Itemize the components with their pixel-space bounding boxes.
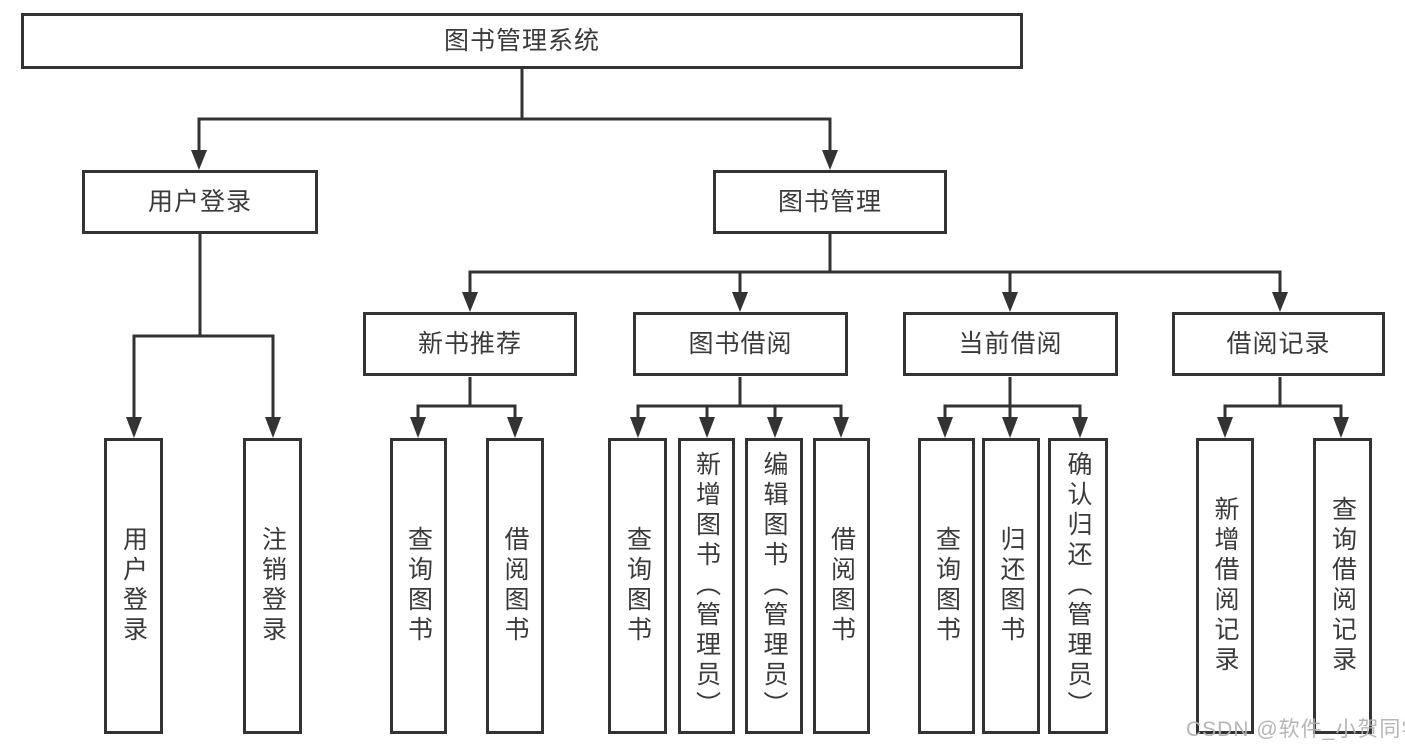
node-user-login: 用户登录 — [82, 170, 318, 234]
csdn-watermark: CSDN @软件_小贺同学 — [1186, 718, 1405, 741]
node-new-book-recommend: 新书推荐 — [363, 312, 577, 376]
node-root-library-system: 图书管理系统 — [21, 13, 1023, 69]
leaf-logout: 注销登录 — [243, 438, 302, 734]
node-borrow-records: 借阅记录 — [1172, 312, 1385, 376]
leaf-add-book-admin: 新增图书（管理员） — [678, 438, 735, 734]
leaf-query-books-current: 查询图书 — [918, 438, 975, 734]
leaf-add-borrow-record: 新增借阅记录 — [1196, 438, 1254, 734]
leaf-query-borrow-record: 查询借阅记录 — [1313, 438, 1372, 734]
leaf-borrow-books-borrow: 借阅图书 — [813, 438, 870, 734]
leaf-return-book: 归还图书 — [982, 438, 1040, 734]
leaf-user-login: 用户登录 — [104, 438, 163, 734]
leaf-query-books-borrow: 查询图书 — [608, 438, 667, 734]
leaf-query-books-recommend: 查询图书 — [390, 438, 447, 734]
leaf-confirm-return-admin: 确认归还（管理员） — [1048, 438, 1108, 734]
node-book-borrow: 图书借阅 — [633, 312, 848, 376]
node-current-borrow: 当前借阅 — [903, 312, 1118, 376]
node-book-management: 图书管理 — [713, 170, 947, 234]
leaf-edit-book-admin: 编辑图书（管理员） — [745, 438, 803, 734]
leaf-borrow-books-recommend: 借阅图书 — [486, 438, 544, 734]
